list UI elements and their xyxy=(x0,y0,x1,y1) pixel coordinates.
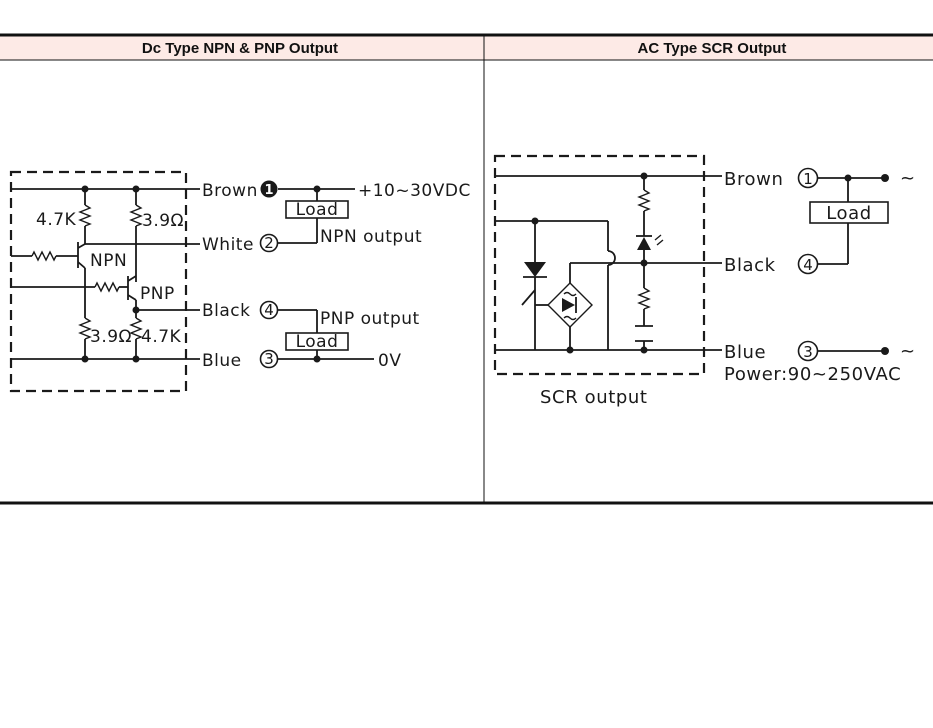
junction-dot xyxy=(566,346,574,354)
junction-dot xyxy=(640,259,648,267)
ac-load xyxy=(809,201,889,224)
junction-dot xyxy=(81,355,89,363)
dc-load-npn-label: Load xyxy=(296,200,339,220)
ac-tilde-bottom: ~ xyxy=(900,341,916,362)
dc-pnp-output-label: PNP output xyxy=(320,309,420,329)
junction-dot xyxy=(640,172,648,180)
dc-circuit: 4.7K 3.9Ω NPN PNP 3.9Ω 4.7K Brown White … xyxy=(9,170,471,393)
dc-sensor-enclosure xyxy=(9,170,188,393)
ac-label-black: Black xyxy=(724,255,776,276)
ac-bridge-wave xyxy=(563,291,577,297)
dc-ground-label: 0V xyxy=(378,351,401,371)
dc-terminal-3 xyxy=(259,349,279,369)
resistor-4k7-bottom xyxy=(129,317,143,340)
dc-supply-label: +10~30VDC xyxy=(358,181,471,201)
ac-led xyxy=(637,237,651,250)
junction-dot xyxy=(531,217,539,225)
ac-scr-caption: SCR output xyxy=(540,387,648,408)
ac-tilde-top: ~ xyxy=(900,168,916,189)
table-header-background xyxy=(0,36,933,60)
dc-label-blue: Blue xyxy=(202,351,242,371)
ac-sensor-enclosure xyxy=(493,154,706,376)
label-pnp: PNP xyxy=(140,284,175,304)
dc-terminal-1-number: 1 xyxy=(264,183,273,198)
label-r-bottom-left: 3.9Ω xyxy=(90,327,132,347)
ac-neutral-node xyxy=(881,347,889,355)
pnp-collector-lead xyxy=(127,294,137,301)
dc-label-white: White xyxy=(202,235,254,255)
ac-terminal-1 xyxy=(797,167,819,189)
ac-resistor-bottom xyxy=(637,287,651,310)
resistor-4k7-top xyxy=(78,204,92,227)
npn-emitter-lead xyxy=(77,261,86,269)
ac-terminal-3 xyxy=(797,340,819,362)
dc-terminal-4-number: 4 xyxy=(264,301,274,319)
header-ac-type: AC Type SCR Output xyxy=(638,40,787,57)
ac-load-label: Load xyxy=(826,203,872,224)
ac-wire-crossover xyxy=(607,250,616,266)
ac-resistor-top xyxy=(637,189,651,212)
resistor-3r9-bottom xyxy=(78,317,92,340)
dc-terminal-2 xyxy=(259,233,279,253)
ac-terminal-1-number: 1 xyxy=(803,170,813,188)
ac-circuit: Brown Black Blue Power:90~250VAC SCR out… xyxy=(493,154,916,408)
dc-terminal-2-number: 2 xyxy=(264,234,274,252)
dc-label-black: Black xyxy=(202,301,251,321)
header-dc-type: Dc Type NPN & PNP Output xyxy=(142,40,338,57)
ac-terminal-4-number: 4 xyxy=(803,256,813,274)
resistor-3r9-top xyxy=(129,204,143,227)
dc-load-pnp-label: Load xyxy=(296,332,339,352)
label-npn: NPN xyxy=(90,251,127,271)
ac-terminal-4 xyxy=(797,253,819,275)
ac-terminal-3-number: 3 xyxy=(803,343,813,361)
label-r-top-right: 3.9Ω xyxy=(142,211,184,231)
dc-terminal-4 xyxy=(259,300,279,320)
junction-dot xyxy=(313,355,321,363)
junction-dot xyxy=(81,185,89,193)
label-r-top-left: 4.7K xyxy=(36,210,77,230)
ac-scr-gate xyxy=(521,289,536,306)
dc-npn-output-label: NPN output xyxy=(320,227,422,247)
ac-label-brown: Brown xyxy=(724,169,784,190)
dc-terminal-3-number: 3 xyxy=(264,350,274,368)
junction-dot xyxy=(640,346,648,354)
resistor-npn-base xyxy=(31,250,57,262)
label-r-bottom-right: 4.7K xyxy=(141,327,182,347)
ac-bridge-diode xyxy=(562,298,575,312)
junction-dot xyxy=(132,306,140,314)
dc-label-brown: Brown xyxy=(202,181,258,201)
ac-led-emission xyxy=(654,234,664,246)
npn-collector-lead xyxy=(77,243,86,249)
ac-scr xyxy=(524,262,546,277)
ac-label-blue: Blue xyxy=(724,342,766,363)
junction-dot xyxy=(132,185,140,193)
ac-bridge-wave xyxy=(563,315,577,321)
ac-power-label: Power:90~250VAC xyxy=(724,364,901,385)
dc-terminal-1 xyxy=(260,180,278,198)
resistor-pnp-base xyxy=(94,281,120,293)
pnp-emitter-lead xyxy=(127,275,137,282)
junction-dot xyxy=(132,355,140,363)
ac-supply-node xyxy=(881,174,889,182)
